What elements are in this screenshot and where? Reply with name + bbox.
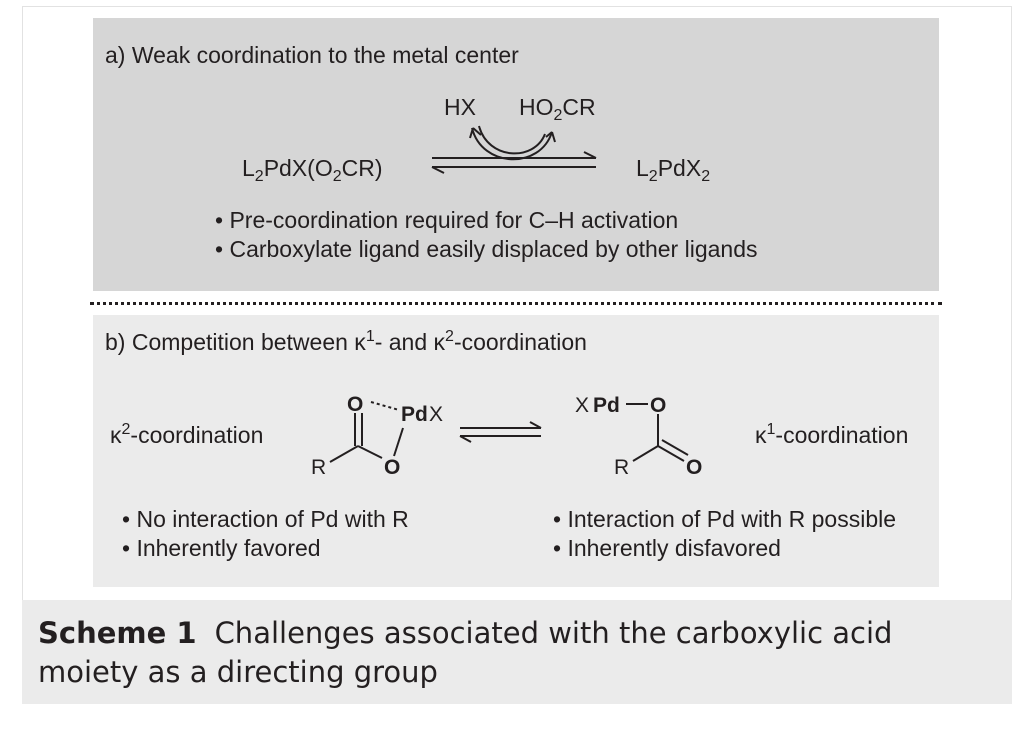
kappa1-label: κ1-coordination — [755, 421, 909, 448]
panel-a-bullet: Pre-coordination required for C–H activa… — [215, 206, 758, 235]
panel-a-bullets: Pre-coordination required for C–H activa… — [215, 206, 758, 264]
kappa1-pd: Pd — [593, 394, 620, 417]
caption-text: Challenges associated with the carboxyli… — [38, 616, 893, 689]
reactant-formula: L2PdX(O2CR) — [242, 155, 383, 185]
kappa1-x: X — [575, 394, 589, 417]
kappa2-o-bottom: O — [384, 456, 400, 479]
right-bullets: Interaction of Pd with R possible Inhere… — [553, 505, 896, 563]
left-bullet: Inherently favored — [122, 534, 409, 563]
kappa1-r: R — [614, 456, 629, 479]
kappa1-o-top: O — [650, 394, 666, 417]
kappa2-x: X — [429, 403, 443, 426]
product-formula: L2PdX2 — [636, 155, 711, 185]
left-bullet: No interaction of Pd with R — [122, 505, 408, 534]
kappa2-pd: Pd — [401, 403, 428, 426]
left-bullets: No interaction of Pd with R Inherently f… — [122, 505, 409, 563]
reagent-out-label: HO2CR — [519, 94, 596, 124]
caption-label: Scheme 1 — [38, 616, 197, 650]
dotted-separator — [90, 302, 942, 305]
panel-a-title: a) Weak coordination to the metal center — [105, 42, 519, 68]
panel-b-title: b) Competition between κ1- and κ2-coordi… — [105, 328, 587, 355]
kappa1-o-bottom: O — [686, 456, 702, 479]
reagent-in-label: HX — [444, 94, 476, 120]
kappa2-label: κ2-coordination — [110, 421, 264, 448]
right-bullet: Inherently disfavored — [553, 534, 896, 563]
panel-a-bullet: Carboxylate ligand easily displaced by o… — [215, 235, 757, 264]
kappa2-o-top: O — [347, 393, 363, 416]
kappa2-r: R — [311, 456, 326, 479]
right-bullet: Interaction of Pd with R possible — [553, 505, 896, 534]
